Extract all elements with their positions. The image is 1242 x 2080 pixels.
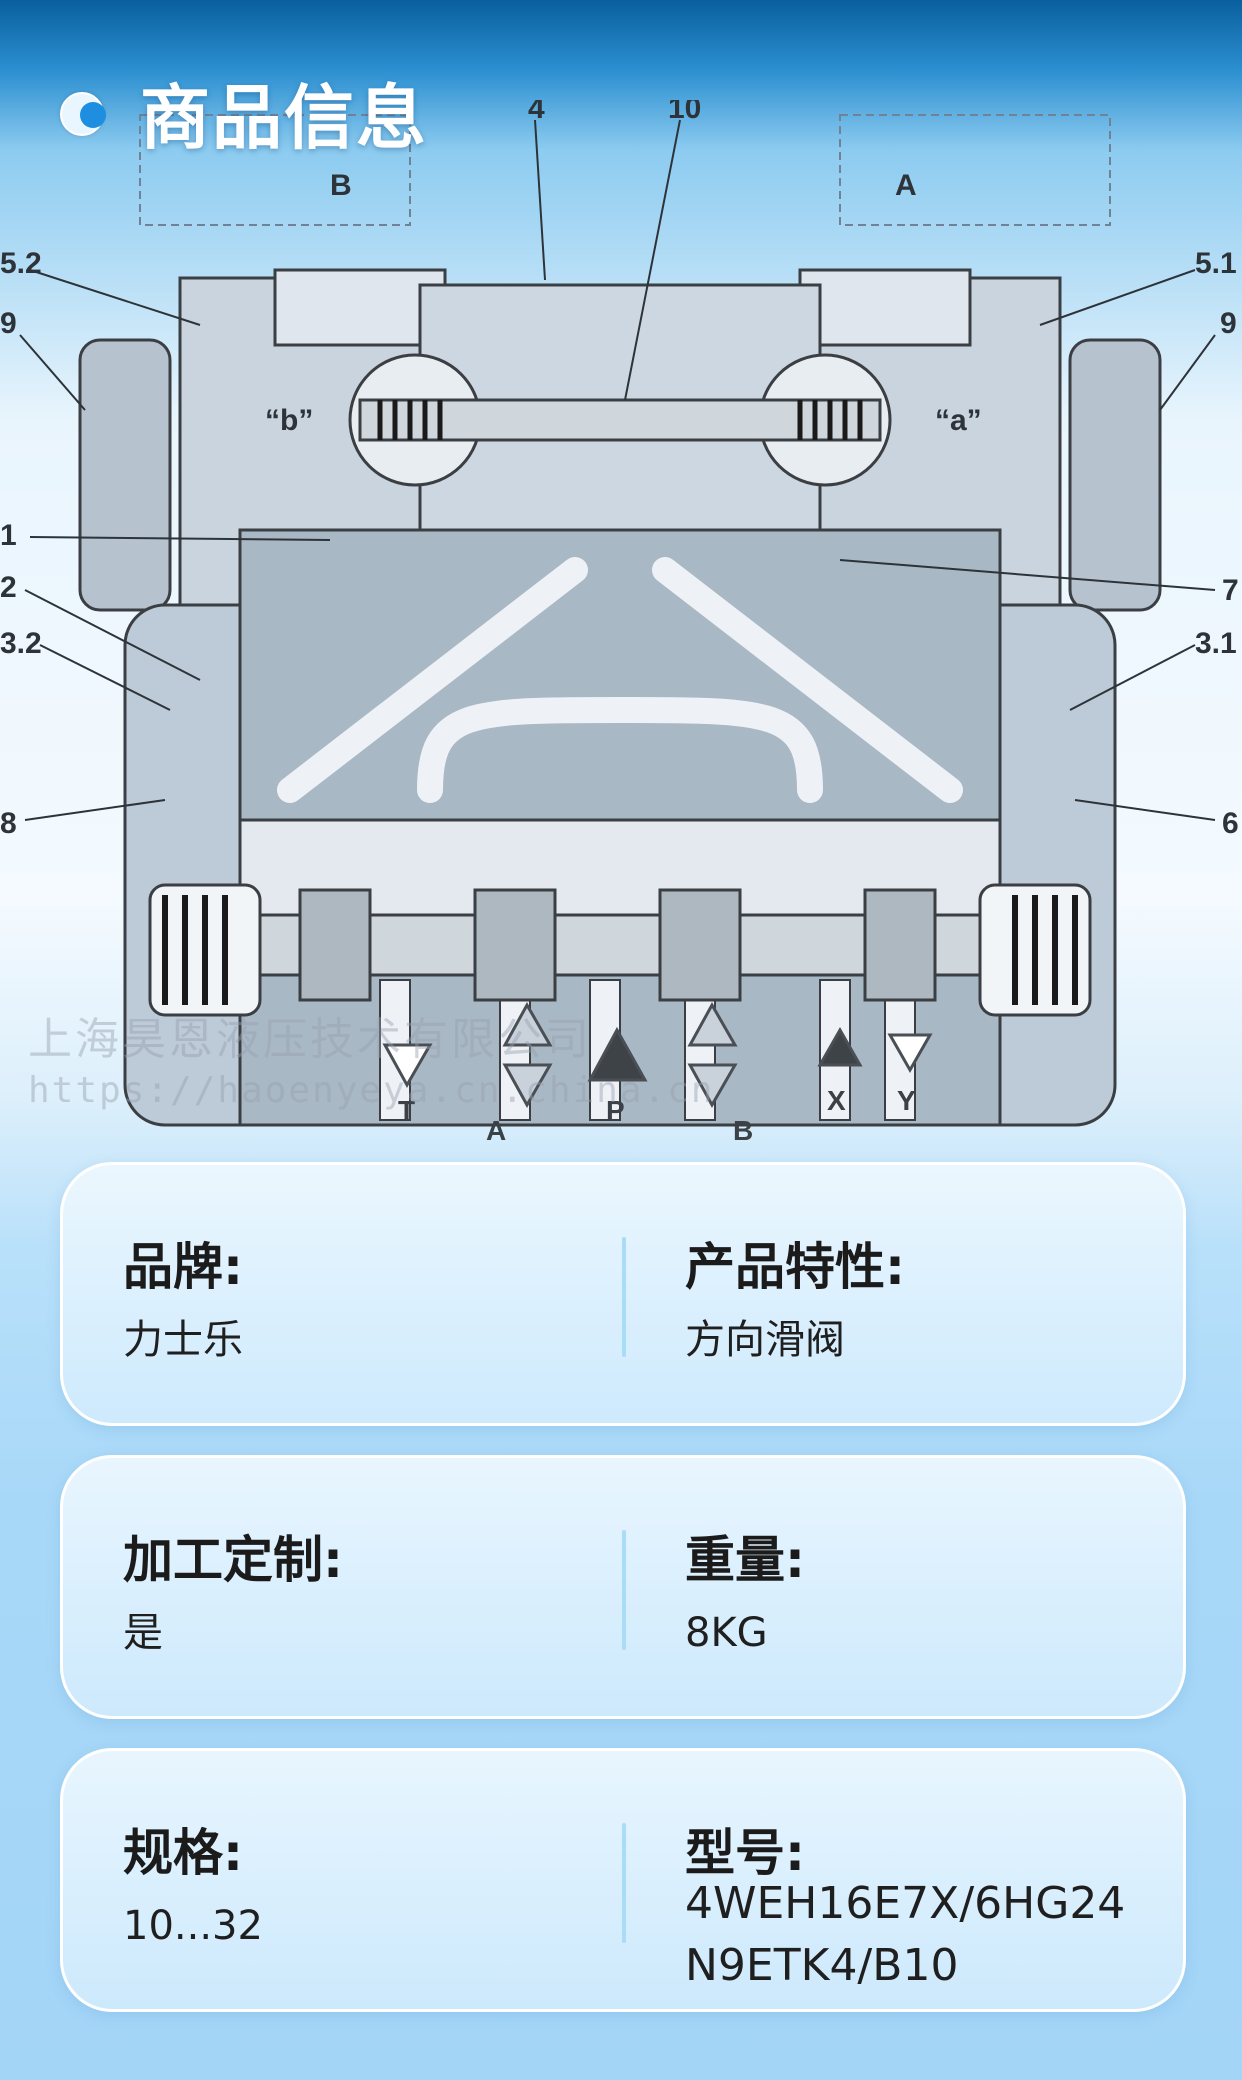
- port-label: T: [398, 1095, 415, 1126]
- spec-value: 力士乐: [123, 1317, 243, 1363]
- spec-label: 规格:: [123, 1824, 243, 1882]
- port-label: B: [733, 1115, 753, 1146]
- spec-label: 产品特性:: [685, 1238, 905, 1296]
- solenoid-label: “a”: [935, 404, 982, 437]
- spec-card-1: 品牌: 力士乐 产品特性: 方向滑阀: [60, 1162, 1186, 1426]
- watermark-company: 上海昊恩液压技术有限公司: [28, 1014, 592, 1065]
- spec-value: 方向滑阀: [685, 1317, 845, 1363]
- callout-label: 6: [1222, 807, 1239, 840]
- callout-label: 5.1: [1195, 247, 1237, 280]
- spec-value: 8KG: [685, 1610, 768, 1656]
- callout-label: 4: [528, 100, 545, 125]
- spec-value: 是: [123, 1610, 163, 1656]
- spec-label: 加工定制:: [123, 1531, 343, 1589]
- callout-label: 1: [0, 519, 17, 552]
- callout-label: 5.2: [0, 247, 42, 280]
- callout-label: 9: [0, 307, 17, 340]
- symbol-label: B: [330, 169, 352, 202]
- spec-value: 10...32: [123, 1903, 263, 1949]
- port-label: X: [827, 1085, 846, 1116]
- callout-label: 10: [668, 100, 701, 125]
- spec-value: 4WEH16E7X/6HG24N9ETK4/B10: [685, 1878, 1126, 1991]
- card-divider: [622, 1237, 626, 1357]
- spec-label: 重量:: [685, 1531, 805, 1589]
- spec-label: 品牌:: [123, 1238, 243, 1296]
- callout-label: 3.1: [1195, 627, 1237, 660]
- spec-card-3: 规格: 10...32 型号: 4WEH16E7X/6HG24N9ETK4/B1…: [60, 1748, 1186, 2012]
- callout-label: 2: [0, 571, 17, 604]
- bubble-icon: [58, 84, 118, 140]
- spec-card-2: 加工定制: 是 重量: 8KG: [60, 1455, 1186, 1719]
- card-divider: [622, 1530, 626, 1650]
- valve-cross-section-diagram: 4 10 5.2 5.1 9 9 1 7 2 3.2 3.1 8 6 “b” “…: [0, 100, 1239, 1146]
- callout-label: 9: [1220, 307, 1237, 340]
- page-header: 商品信息: [58, 72, 428, 159]
- callout-label: 8: [0, 807, 17, 840]
- callout-label: 3.2: [0, 627, 42, 660]
- card-divider: [622, 1823, 626, 1943]
- port-label: A: [486, 1115, 506, 1146]
- page-title: 商品信息: [140, 76, 428, 159]
- port-label: P: [606, 1095, 625, 1126]
- symbol-label: A: [895, 169, 917, 202]
- watermark-url: https://haoenyeya.cn.china.cn: [28, 1070, 715, 1111]
- callout-label: 7: [1222, 574, 1239, 607]
- spec-label: 型号:: [685, 1824, 805, 1882]
- solenoid-label: “b”: [265, 404, 313, 437]
- port-label: Y: [897, 1085, 916, 1116]
